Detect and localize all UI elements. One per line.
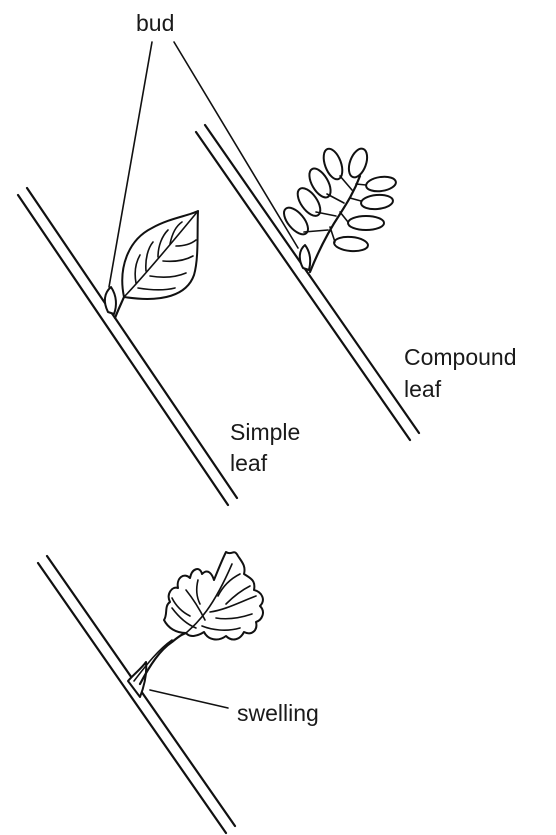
swelling-figure xyxy=(38,552,263,833)
compound-leaf-twig xyxy=(196,125,419,440)
swelling-leader-line xyxy=(150,690,228,708)
compound-leaf-figure xyxy=(196,125,419,440)
swelling-label: swelling xyxy=(237,700,319,726)
simple-leaf-label-line2: leaf xyxy=(230,450,268,476)
compound-leaf-bud xyxy=(300,245,310,270)
simple-leaf-bud xyxy=(105,287,116,314)
simple-leaf-figure xyxy=(18,188,237,505)
bud-label: bud xyxy=(136,10,174,36)
swelling-leaf-blade xyxy=(164,552,263,639)
simple-leaf-twig xyxy=(18,188,237,505)
simple-leaf-label-line1: Simple xyxy=(230,419,300,445)
compound-leaf-label-line2: leaf xyxy=(404,376,442,402)
swelling-leaf-petiole xyxy=(140,633,186,684)
compound-leaf-label-line1: Compound xyxy=(404,344,517,370)
compound-leaf-leaflets xyxy=(280,146,397,252)
